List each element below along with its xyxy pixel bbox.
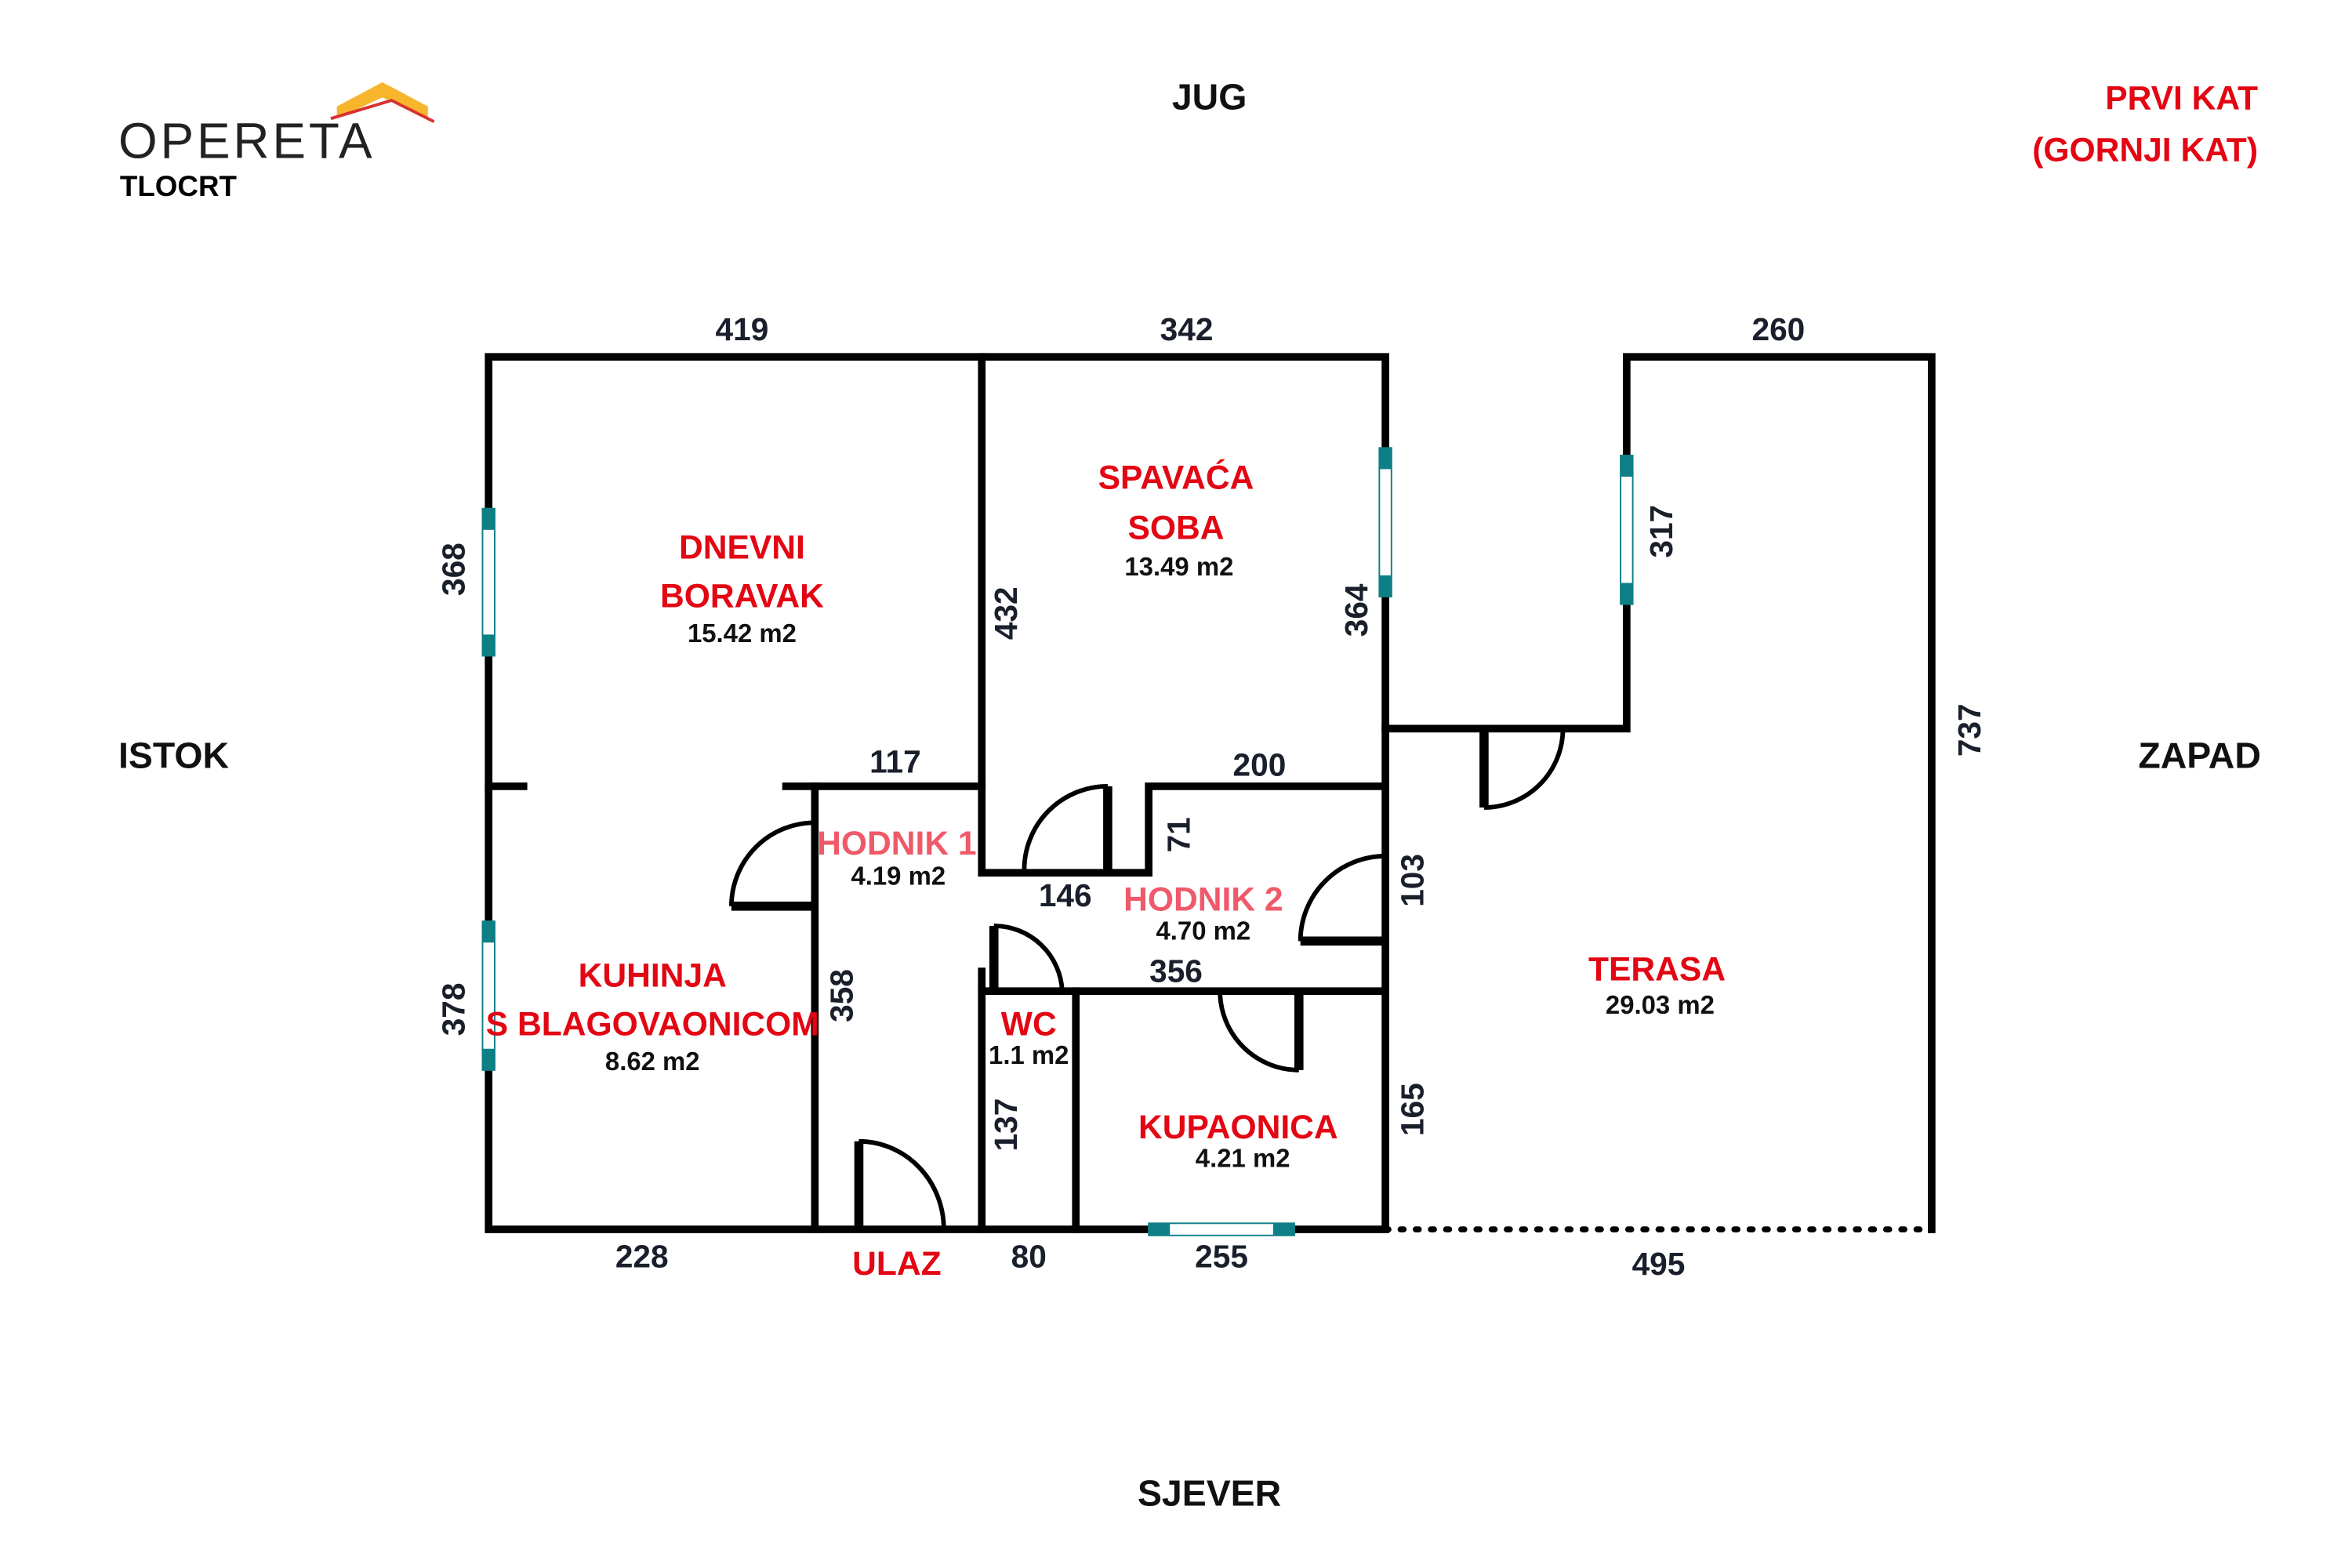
dim-label: 342 xyxy=(1160,311,1214,347)
dim-label: 419 xyxy=(716,311,769,347)
dimensions: 419 342 260 117 200 146 356 228 80 255 4… xyxy=(435,311,1987,1282)
door-bedroom xyxy=(1022,784,1112,870)
compass-east: ISTOK xyxy=(118,735,230,776)
dim-label: 137 xyxy=(988,1098,1024,1152)
dim-label: 356 xyxy=(1149,953,1203,989)
room-name: S BLAGOVAONICOM xyxy=(486,1005,819,1043)
door-living xyxy=(1298,854,1386,946)
dim-label: 260 xyxy=(1751,311,1805,347)
logo-brand: OPERETA xyxy=(118,113,376,169)
dim-label: 255 xyxy=(1195,1238,1248,1274)
dim-label: 117 xyxy=(869,743,921,779)
logo-roof-icon xyxy=(336,82,428,119)
room-area: 29.03 m2 xyxy=(1606,990,1715,1019)
logo-subtitle: TLOCRT xyxy=(120,170,238,202)
logo: OPERETA TLOCRT xyxy=(118,82,435,202)
dim-label: 146 xyxy=(1039,877,1092,913)
room-name: DNEVNI xyxy=(679,529,805,567)
room-hall2: HODNIK 2 4.70 m2 xyxy=(1123,881,1283,946)
dim-label: 317 xyxy=(1643,505,1679,558)
room-bathroom: KUPAONICA 4.21 m2 xyxy=(1138,1109,1338,1173)
dim-label: 103 xyxy=(1394,854,1430,907)
door-kitchen xyxy=(729,820,815,911)
dim-label: 368 xyxy=(435,543,471,596)
dim-label: 228 xyxy=(615,1238,669,1274)
room-name: HODNIK 2 xyxy=(1123,881,1283,919)
dim-label: 495 xyxy=(1632,1246,1686,1282)
door-bathroom xyxy=(1218,991,1304,1073)
dim-label: 200 xyxy=(1233,746,1287,782)
room-area: 15.42 m2 xyxy=(688,619,797,648)
dim-label: 378 xyxy=(435,983,471,1036)
room-area: 4.21 m2 xyxy=(1196,1144,1290,1173)
door-terrace xyxy=(1479,728,1566,810)
room-name: KUPAONICA xyxy=(1138,1109,1338,1146)
entrance-label: ULAZ xyxy=(852,1245,942,1283)
door-wc xyxy=(989,924,1065,992)
compass-west: ZAPAD xyxy=(2138,735,2260,776)
room-kitchen: KUHINJA S BLAGOVAONICOM 8.62 m2 xyxy=(486,956,819,1075)
room-terrace: TERASA 29.03 m2 xyxy=(1588,951,1726,1020)
windows xyxy=(481,447,1634,1236)
room-name: TERASA xyxy=(1588,951,1726,989)
floor-label-line2: (GORNJI KAT) xyxy=(2032,131,2258,169)
dim-label: 364 xyxy=(1338,583,1374,637)
door-entrance xyxy=(854,1138,946,1230)
room-name: KUHINJA xyxy=(579,956,727,994)
room-bedroom: SPAVAĆA SOBA 13.49 m2 xyxy=(1098,459,1254,581)
room-name: WC xyxy=(1001,1005,1057,1043)
window-bedroom xyxy=(1378,447,1392,597)
room-name: BORAVAK xyxy=(660,578,824,615)
dim-label: 432 xyxy=(988,586,1024,640)
window-kitchen xyxy=(481,920,495,1071)
dim-label: 71 xyxy=(1160,817,1196,852)
room-area: 4.70 m2 xyxy=(1156,916,1250,945)
dim-label: 358 xyxy=(824,969,860,1022)
room-name: HODNIK 1 xyxy=(817,825,976,862)
dim-label: 737 xyxy=(1951,703,1987,757)
room-wc: WC 1.1 m2 xyxy=(989,1005,1069,1069)
room-hall1: HODNIK 1 4.19 m2 xyxy=(817,825,976,891)
room-name: SOBA xyxy=(1127,509,1224,546)
compass-north: SJEVER xyxy=(1138,1472,1281,1513)
room-area: 13.49 m2 xyxy=(1124,552,1233,581)
room-area: 4.19 m2 xyxy=(851,862,946,891)
window-terrace xyxy=(1620,455,1634,605)
window-bathroom xyxy=(1148,1222,1295,1236)
room-living: DNEVNI BORAVAK 15.42 m2 xyxy=(660,529,824,648)
room-area: 8.62 m2 xyxy=(605,1047,700,1076)
room-name: SPAVAĆA xyxy=(1098,459,1254,497)
dim-label: 80 xyxy=(1011,1238,1047,1274)
compass-south: JUG xyxy=(1172,77,1247,118)
floor-label-line1: PRVI KAT xyxy=(2105,80,2258,118)
doors xyxy=(729,728,1566,1230)
window-living xyxy=(481,507,495,657)
dim-label: 165 xyxy=(1394,1083,1430,1136)
room-area: 1.1 m2 xyxy=(989,1040,1069,1069)
